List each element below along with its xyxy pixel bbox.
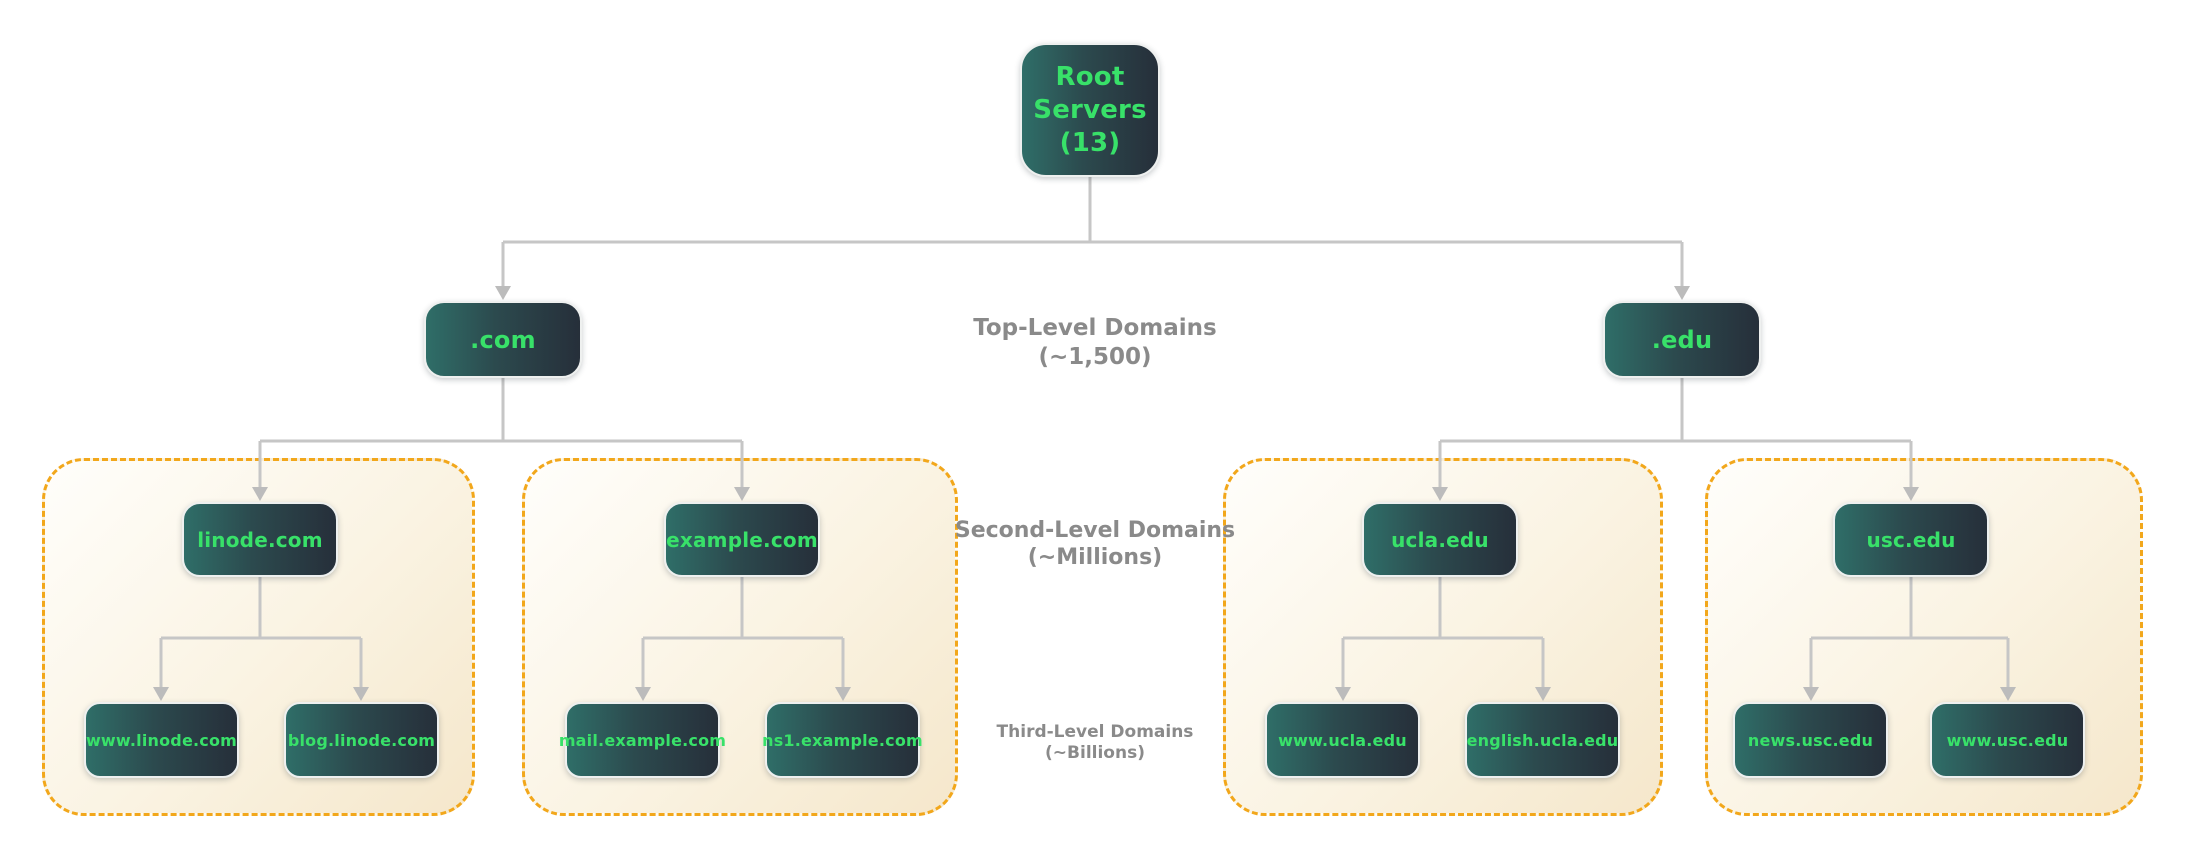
connector-root-to-tlds: [495, 177, 1690, 300]
label-line: Top-Level Domains: [973, 315, 1217, 341]
label-third-level-domains: Third-Level Domains (~Billions): [945, 722, 1245, 764]
node-mail-example-com: mail.example.com: [559, 702, 726, 778]
node-english-ucla-edu: english.ucla.edu: [1465, 702, 1620, 778]
node-blog-linode-com: blog.linode.com: [284, 702, 439, 778]
node-root-servers: Root Servers (13): [1020, 43, 1160, 177]
arrowhead-down-icon: [495, 286, 511, 300]
node-ucla-edu: ucla.edu: [1362, 502, 1518, 577]
label-top-level-domains: Top-Level Domains (~1,500): [895, 314, 1295, 372]
node-tld-edu: .edu: [1603, 301, 1761, 378]
label-line: Second-Level Domains: [954, 518, 1236, 543]
node-tld-com: .com: [424, 301, 582, 378]
label-line: (~Millions): [1027, 545, 1163, 570]
node-linode-com: linode.com: [182, 502, 338, 577]
node-ns1-example-com: ns1.example.com: [762, 702, 923, 778]
label-line: (~Billions): [1045, 743, 1145, 763]
node-www-usc-edu: www.usc.edu: [1930, 702, 2085, 778]
label-line: (~1,500): [1038, 344, 1152, 370]
node-usc-edu: usc.edu: [1833, 502, 1989, 577]
label-second-level-domains: Second-Level Domains (~Millions): [895, 517, 1295, 571]
node-www-linode-com: www.linode.com: [84, 702, 239, 778]
node-news-usc-edu: news.usc.edu: [1733, 702, 1888, 778]
node-example-com: example.com: [664, 502, 820, 577]
node-www-ucla-edu: www.ucla.edu: [1265, 702, 1420, 778]
arrowhead-down-icon: [1674, 286, 1690, 300]
label-line: Third-Level Domains: [996, 722, 1194, 742]
